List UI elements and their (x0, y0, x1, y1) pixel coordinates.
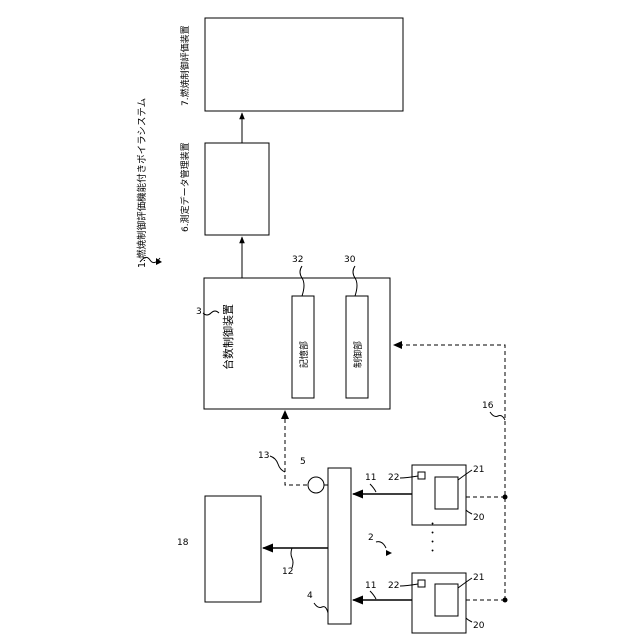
ref-2-arrowhead (386, 550, 392, 556)
ref-4-leader (314, 603, 328, 613)
ref-18: 18 (177, 538, 189, 548)
ref-20-lower-leader (466, 618, 472, 622)
signal-line-16-arrowhead (393, 341, 402, 349)
ref-3: 3 (196, 307, 202, 317)
ref-13: 13 (258, 451, 269, 461)
signal-line-13 (285, 413, 307, 485)
ref-11-lower: 11 (365, 581, 376, 591)
ref-11-lower-leader (370, 591, 376, 599)
measurement-data-device-label: 6.測定データ管理装置 (179, 142, 191, 232)
ref-21-lower: 21 (473, 573, 484, 583)
boiler-upper-burner-21 (435, 477, 458, 509)
junction-dot-upper (503, 495, 508, 500)
unit-count-controller-label: 台数制御装置 (221, 304, 235, 370)
measurement-data-device-box (205, 143, 269, 235)
ref-13-leader (270, 456, 285, 472)
ref-2-leader (376, 542, 386, 548)
ref-4: 4 (307, 591, 313, 601)
ref-20-upper: 20 (473, 513, 485, 523)
ref-2: 2 (368, 533, 374, 543)
ref-16-leader (490, 412, 505, 420)
ref-22-upper: 22 (388, 473, 399, 483)
storage-unit-label: 記憶部 (298, 341, 310, 368)
ref-5: 5 (300, 457, 306, 467)
pressure-sensor (308, 477, 324, 493)
ref-16: 16 (482, 401, 494, 411)
ref-11-upper: 11 (365, 473, 376, 483)
ref-22-lower: 22 (388, 581, 399, 591)
ref-12-leader (291, 548, 293, 568)
control-unit-label: 制御部 (352, 341, 364, 368)
ref-32: 32 (292, 255, 303, 265)
ref-20-lower: 20 (473, 621, 485, 631)
ref-12: 12 (282, 567, 293, 577)
signal-line-13-arrowhead (281, 410, 289, 419)
ref-21-upper: 21 (473, 465, 484, 475)
combustion-eval-device-box (205, 18, 403, 111)
ref-20-upper-leader (466, 510, 472, 514)
boiler-upper-small-module-22 (418, 472, 425, 479)
ref-30: 30 (344, 255, 356, 265)
boiler-ellipsis: ・・・・ (429, 519, 439, 555)
steam-header-box (328, 468, 351, 624)
ref-11-upper-leader (370, 484, 376, 492)
system-title: 1.燃焼制御評価機能付きボイラシステム (136, 98, 148, 268)
steam-load-box (205, 496, 261, 602)
combustion-eval-device-label: 7.燃焼制御評価装置 (179, 25, 191, 106)
boiler-lower-small-module-22 (418, 580, 425, 587)
junction-dot-lower (503, 598, 508, 603)
boiler-lower-burner-21 (435, 584, 458, 616)
